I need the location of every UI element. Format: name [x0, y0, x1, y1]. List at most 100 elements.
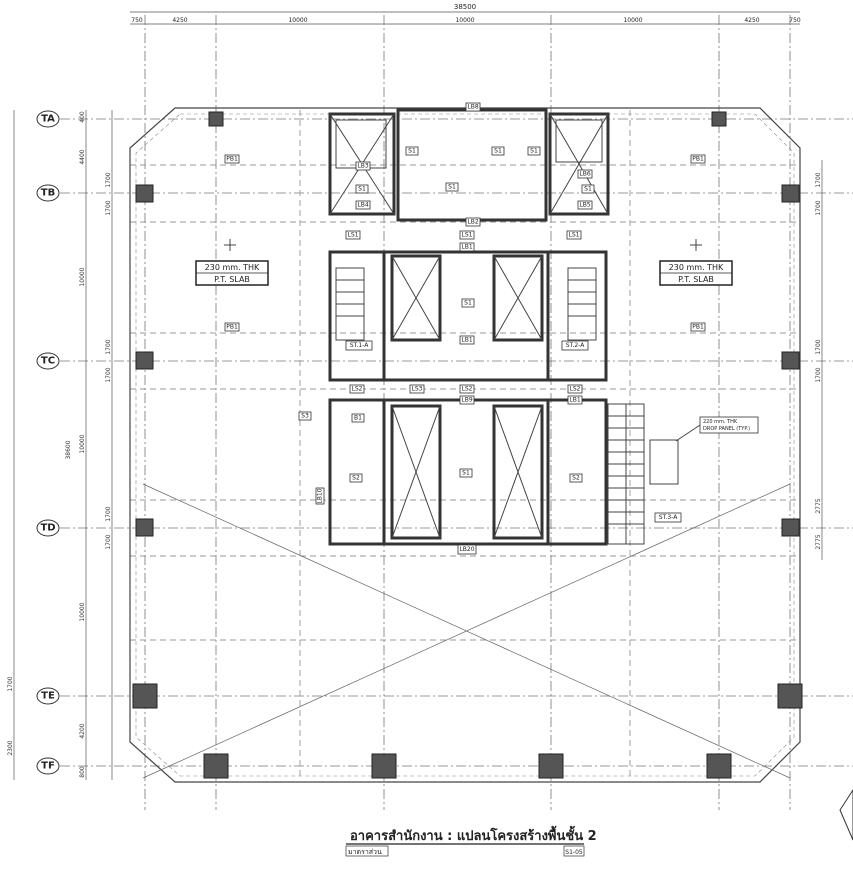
tag-ls2-a: LS2	[349, 384, 365, 394]
dim-right-3: 1700	[815, 367, 822, 382]
slab-right-type: P.T. SLAB	[678, 275, 714, 284]
opening-cross	[142, 483, 791, 779]
left-dimension-strips: 38600 400 4400 1700 1700 10000 1700 1700…	[7, 110, 113, 780]
column	[706, 753, 732, 779]
dim-left-1: 4400	[79, 149, 86, 164]
svg-text:PB1: PB1	[692, 324, 704, 331]
tag-s1-lower: S1	[459, 468, 473, 478]
svg-text:LS1: LS1	[569, 232, 580, 239]
dim-left-5: 1700	[105, 339, 112, 354]
tag-lb9: LB9	[459, 395, 475, 405]
svg-text:S1: S1	[462, 470, 470, 477]
dim-right-4: 2775	[815, 498, 822, 513]
tag-lb3: LB3	[355, 161, 371, 171]
svg-text:S2: S2	[352, 475, 360, 482]
dim-left-13: 2300	[7, 740, 14, 755]
column	[711, 111, 727, 127]
column	[132, 683, 158, 709]
drawing-code: S1-05	[565, 849, 583, 856]
tag-lb1-c: LB1	[567, 395, 583, 405]
dim-left-11: 1700	[7, 676, 14, 691]
tag-lb4: LB4	[355, 200, 371, 210]
tag-lb8-top: LB8	[465, 102, 481, 112]
dim-left-6: 1700	[105, 367, 112, 382]
grid-bubble-tc: TC	[36, 352, 60, 370]
svg-text:LB8: LB8	[467, 104, 478, 111]
tag-s1-core: S1	[461, 298, 475, 308]
tag-pb1-right-2: PB1	[690, 322, 706, 332]
tag-pb1-left-2: PB1	[224, 322, 240, 332]
svg-text:PB1: PB1	[226, 156, 238, 163]
columns	[132, 111, 803, 779]
svg-text:ST.2-A: ST.2-A	[566, 342, 586, 349]
tag-s1-b: S1	[491, 146, 505, 156]
dim-left-12: 4200	[79, 723, 86, 738]
column	[135, 351, 154, 370]
stair-tag-2: ST.2-A	[561, 340, 589, 351]
corner-arrow-icon	[839, 789, 853, 841]
grid-bubble-ta: TA	[36, 110, 60, 128]
grid-label-tc: TC	[41, 356, 55, 367]
center-marks	[224, 239, 702, 251]
grid-bubble-te: TE	[36, 687, 60, 705]
svg-text:ST.3-A: ST.3-A	[659, 514, 679, 521]
svg-text:LB3: LB3	[357, 163, 368, 170]
svg-text:B1: B1	[354, 415, 362, 422]
column	[208, 111, 224, 127]
tag-s2-left: S2	[349, 473, 363, 483]
slab-label-right: 230 mm. THK P.T. SLAB	[659, 260, 733, 286]
drop-panel-text: DROP PANEL (TYP.)	[703, 426, 750, 432]
grid-label-tf: TF	[41, 761, 55, 772]
tag-s1-e: S1	[355, 184, 369, 194]
svg-text:PB1: PB1	[226, 324, 238, 331]
svg-text:LB4: LB4	[357, 202, 368, 209]
dim-right-1: 1700	[815, 200, 822, 215]
dim-left-9: 1700	[105, 534, 112, 549]
dim-right-2: 1700	[815, 339, 822, 354]
svg-text:LS2: LS2	[570, 386, 581, 393]
grid-bubble-td: TD	[36, 519, 60, 537]
dim-right-0: 1700	[815, 172, 822, 187]
svg-text:S1: S1	[494, 148, 502, 155]
grid-lines	[60, 15, 853, 810]
column	[781, 351, 800, 370]
dim-top-5: 4250	[744, 17, 759, 24]
dim-left-7: 10000	[79, 434, 86, 453]
tag-lb5: LB5	[577, 200, 593, 210]
tag-s2-right: S2	[569, 473, 583, 483]
grid-label-tb: TB	[41, 188, 55, 199]
svg-text:S1: S1	[584, 186, 592, 193]
svg-text:S1: S1	[358, 186, 366, 193]
tag-ls1-c: LS1	[566, 230, 582, 240]
total-vertical-dimension: 38600	[65, 440, 72, 459]
svg-text:LB1: LB1	[461, 337, 472, 344]
dim-left-0: 400	[79, 111, 86, 123]
grid-label-te: TE	[41, 691, 55, 702]
svg-text:LB6: LB6	[579, 171, 590, 178]
slab-left-thickness: 230 mm. THK	[205, 263, 260, 272]
column	[781, 184, 800, 203]
svg-text:LS1: LS1	[462, 232, 473, 239]
tag-ls1-a: LS1	[345, 230, 361, 240]
svg-text:LS1: LS1	[348, 232, 359, 239]
tag-s1-c: S1	[527, 146, 541, 156]
grid-bubble-tb: TB	[36, 184, 60, 202]
dim-left-3: 1700	[105, 200, 112, 215]
stair-tag-3: ST.3-A	[654, 512, 682, 523]
drop-panel-note: 220 mm. THK DROP PANEL (TYP.)	[675, 416, 759, 442]
svg-text:LS2: LS2	[462, 386, 473, 393]
svg-text:LB20: LB20	[459, 546, 474, 553]
dim-left-8: 1700	[105, 506, 112, 521]
slab-label-left: 230 mm. THK P.T. SLAB	[195, 260, 269, 286]
core-walls	[328, 108, 610, 546]
dim-left-14: 800	[79, 766, 86, 778]
svg-text:LS2: LS2	[352, 386, 363, 393]
tag-ls2-b: LS2	[459, 384, 475, 394]
svg-text:S1: S1	[448, 184, 456, 191]
tag-lb2-a: LB2	[465, 217, 481, 227]
svg-text:LB1: LB1	[569, 397, 580, 404]
dim-top-3: 10000	[455, 17, 474, 24]
tag-lb1-a: LB1	[459, 242, 475, 252]
tag-ls1-b: LS1	[459, 230, 475, 240]
